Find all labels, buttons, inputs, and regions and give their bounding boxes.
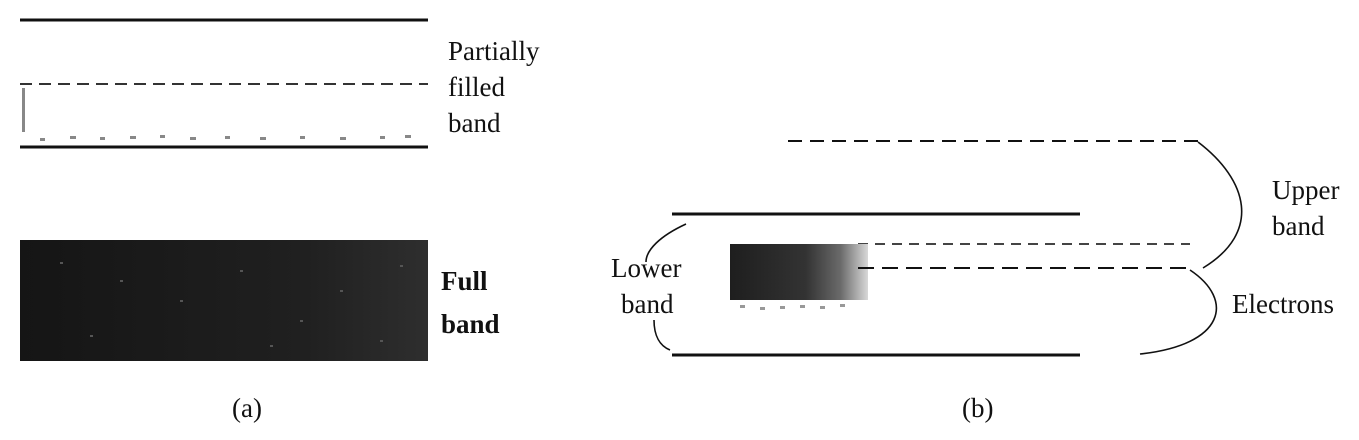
electrons-label: Electrons bbox=[1232, 289, 1334, 319]
panel-a-caption: (a) bbox=[232, 393, 262, 423]
electrons-brace bbox=[1139, 269, 1218, 355]
partial-band-label-line2: filled bbox=[448, 72, 505, 102]
upper-band-brace bbox=[1197, 141, 1243, 269]
partial-band-label-line1: Partially bbox=[448, 36, 540, 66]
full-band-block bbox=[20, 240, 428, 361]
partial-band-label-line3: band bbox=[448, 108, 501, 138]
panel-b bbox=[645, 140, 1243, 357]
electron-speckle bbox=[740, 304, 845, 310]
upper-band-label-line1: Upper bbox=[1272, 175, 1340, 205]
lower-band-brace-top bbox=[645, 223, 687, 263]
lower-band-label-line2: band bbox=[621, 289, 674, 319]
upper-band-label-line2: band bbox=[1272, 211, 1325, 241]
panel-b-caption: (b) bbox=[962, 393, 994, 423]
electron-cluster bbox=[730, 244, 868, 300]
lower-band-label-line1: Lower bbox=[611, 253, 682, 283]
partial-band-speckle bbox=[22, 88, 411, 141]
panel-a bbox=[20, 18, 428, 361]
full-band-label-line2: band bbox=[441, 309, 500, 339]
full-band-label-line1: Full bbox=[441, 266, 488, 296]
full-band-speckle bbox=[60, 262, 403, 347]
lower-band-brace-bottom bbox=[653, 319, 671, 351]
